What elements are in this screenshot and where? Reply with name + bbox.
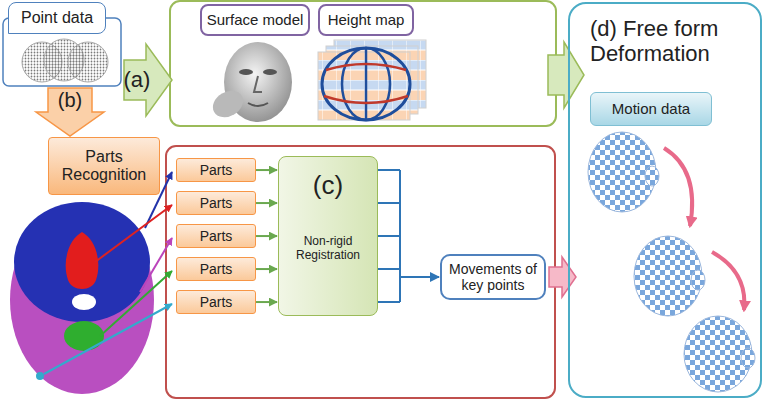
output-box: Movements of key points	[440, 254, 546, 300]
data-box: Motion data	[590, 92, 712, 126]
part-box: Parts	[176, 257, 256, 281]
node-text: Motion data	[612, 100, 690, 117]
step-arrow	[36, 88, 104, 136]
group-panel	[170, 1, 556, 126]
connector	[256, 235, 277, 237]
node-text: Height map	[328, 11, 405, 28]
stage-panel: (d) Free form DeformationMotion data	[568, 2, 762, 398]
process-box: (c) Non-rigid Registration	[278, 156, 378, 316]
part-box: Parts	[176, 290, 256, 314]
motion-heads	[588, 132, 755, 392]
connector	[549, 257, 576, 297]
node-text: Parts	[200, 162, 233, 178]
node-text: Surface model	[207, 11, 304, 28]
height-map	[318, 40, 426, 120]
node-text: Movements of key points	[446, 261, 540, 293]
part-box: Parts	[176, 158, 256, 182]
connector	[256, 268, 277, 270]
node-text: Point data	[21, 9, 93, 27]
connector	[256, 169, 277, 171]
parts-image	[10, 202, 154, 394]
connector	[256, 202, 277, 204]
title-box: Height map	[318, 4, 414, 36]
point-cloud	[22, 39, 108, 82]
surface-face	[208, 42, 292, 122]
node-text: (d) Free form Deformation	[590, 16, 746, 67]
node-text: Parts	[200, 261, 233, 277]
connector	[378, 170, 439, 302]
leader-arrows	[44, 172, 172, 374]
label-box: Point data	[8, 2, 106, 34]
process-box: Parts Recognition	[48, 137, 160, 195]
title-box: Surface model	[200, 4, 310, 36]
connector	[256, 301, 277, 303]
node-text: Non-rigid Registration	[283, 235, 373, 263]
node-text: (c)	[313, 171, 343, 201]
part-box: Parts	[176, 224, 256, 248]
group-panel	[166, 146, 555, 398]
step-arrow	[548, 42, 584, 108]
node-text: Parts Recognition	[53, 148, 155, 185]
node-text: Parts	[200, 294, 233, 310]
step-label: (b)	[48, 89, 92, 112]
node-text: Parts	[200, 228, 233, 244]
step-label: (a)	[122, 67, 152, 92]
part-box: Parts	[176, 191, 256, 215]
node-text: Parts	[200, 195, 233, 211]
